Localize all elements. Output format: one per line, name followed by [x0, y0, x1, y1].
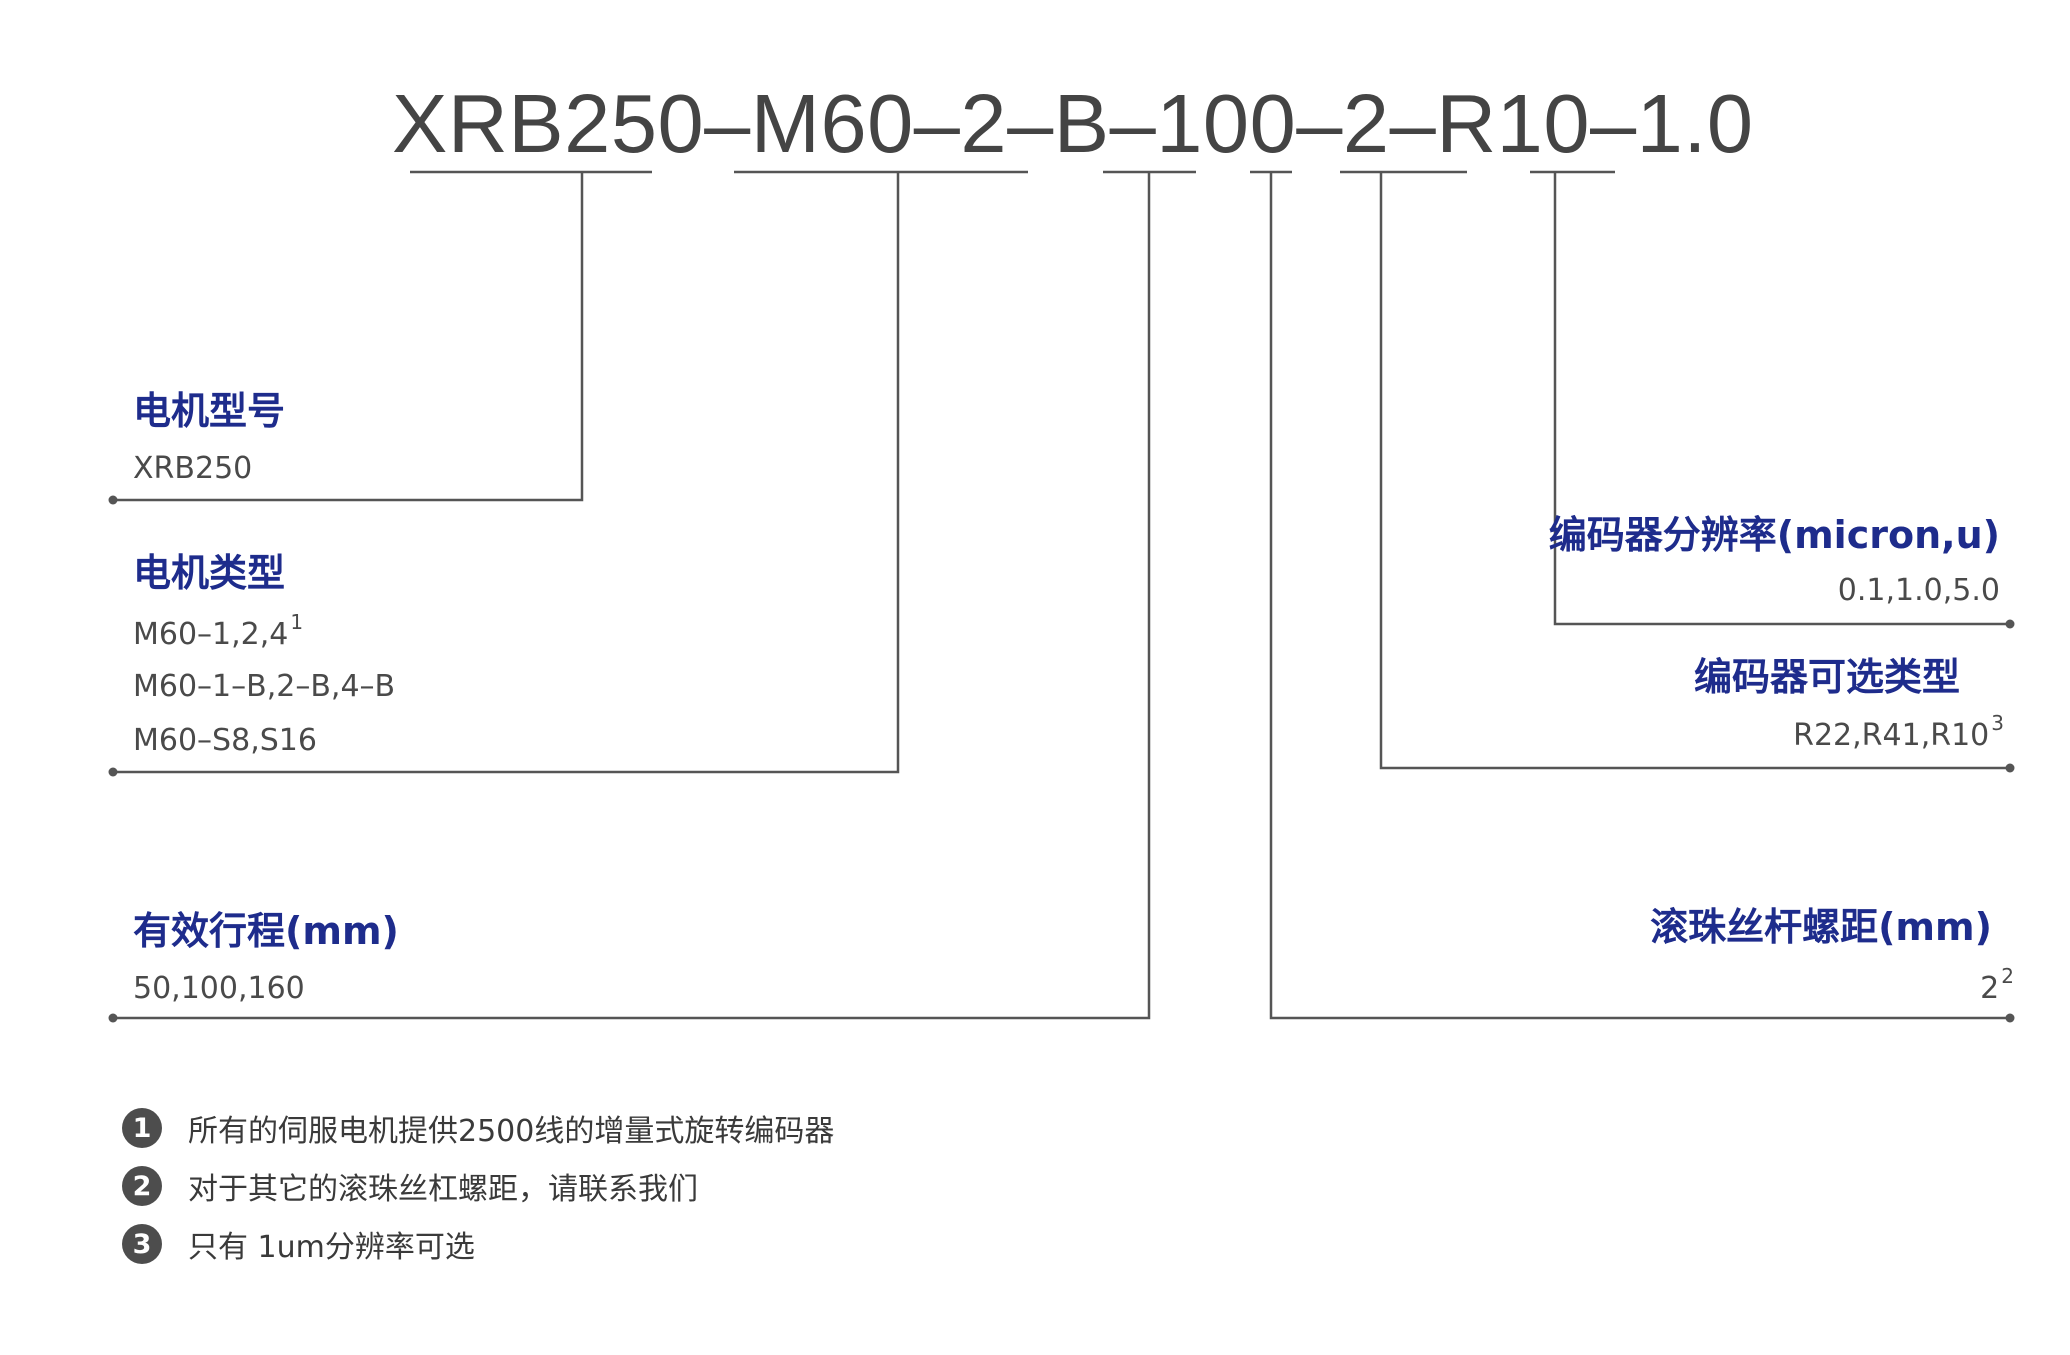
encoder-resolution-value: 0.1,1.0,5.0 — [1837, 573, 2000, 608]
end-dot — [2005, 1013, 2015, 1023]
stroke-value: 50,100,160 — [133, 971, 305, 1006]
connector-motor-model — [113, 172, 584, 502]
motor-type-heading: 电机类型 — [133, 551, 286, 595]
motor-type-value-2: M60–1–B,2–B,4–B — [133, 669, 396, 704]
encoder-resolution-heading: 编码器分辨率(micron,u) — [1548, 513, 2000, 557]
encoder-type-heading: 编码器可选类型 — [1693, 655, 1960, 699]
note-2: 2 对于其它的滚珠丝杠螺距，请联系我们 — [122, 1164, 698, 1208]
connector-resolution — [1553, 172, 2010, 626]
stroke-heading: 有效行程(mm) — [133, 909, 399, 953]
end-dot — [108, 495, 118, 505]
note-number-badge: 2 — [122, 1166, 162, 1206]
end-dot — [2005, 763, 2015, 773]
note-1: 1 所有的伺服电机提供2500线的增量式旋转编码器 — [122, 1106, 834, 1150]
note-text: 所有的伺服电机提供2500线的增量式旋转编码器 — [188, 1114, 835, 1149]
end-dot — [108, 767, 118, 777]
connector-pitch — [1269, 172, 2010, 1020]
note-3: 3 只有 1um分辨率可选 — [122, 1222, 475, 1266]
connector-stroke — [113, 172, 1151, 1020]
footnote-marker: 3 — [1991, 711, 2004, 735]
note-text: 只有 1um分辨率可选 — [188, 1230, 475, 1265]
footnote-marker: 1 — [290, 610, 304, 634]
connector-encoder-type — [1379, 172, 2010, 770]
end-dot — [108, 1013, 118, 1023]
note-number-badge: 3 — [122, 1224, 162, 1264]
motor-type-value-3: M60–S8,S16 — [133, 723, 317, 758]
model-code: XRB250–M60–2–B–100–2–R10–1.0 — [392, 77, 1754, 170]
screw-pitch-heading: 滚珠丝杆螺距(mm) — [1650, 905, 1992, 949]
motor-model-value: XRB250 — [133, 451, 253, 486]
note-text: 对于其它的滚珠丝杠螺距，请联系我们 — [188, 1172, 698, 1207]
note-number-badge: 1 — [122, 1108, 162, 1148]
motor-model-heading: 电机型号 — [133, 389, 286, 433]
end-dot — [2005, 619, 2015, 629]
footnote-marker: 2 — [2001, 964, 2014, 988]
connector-motor-type — [113, 172, 900, 774]
